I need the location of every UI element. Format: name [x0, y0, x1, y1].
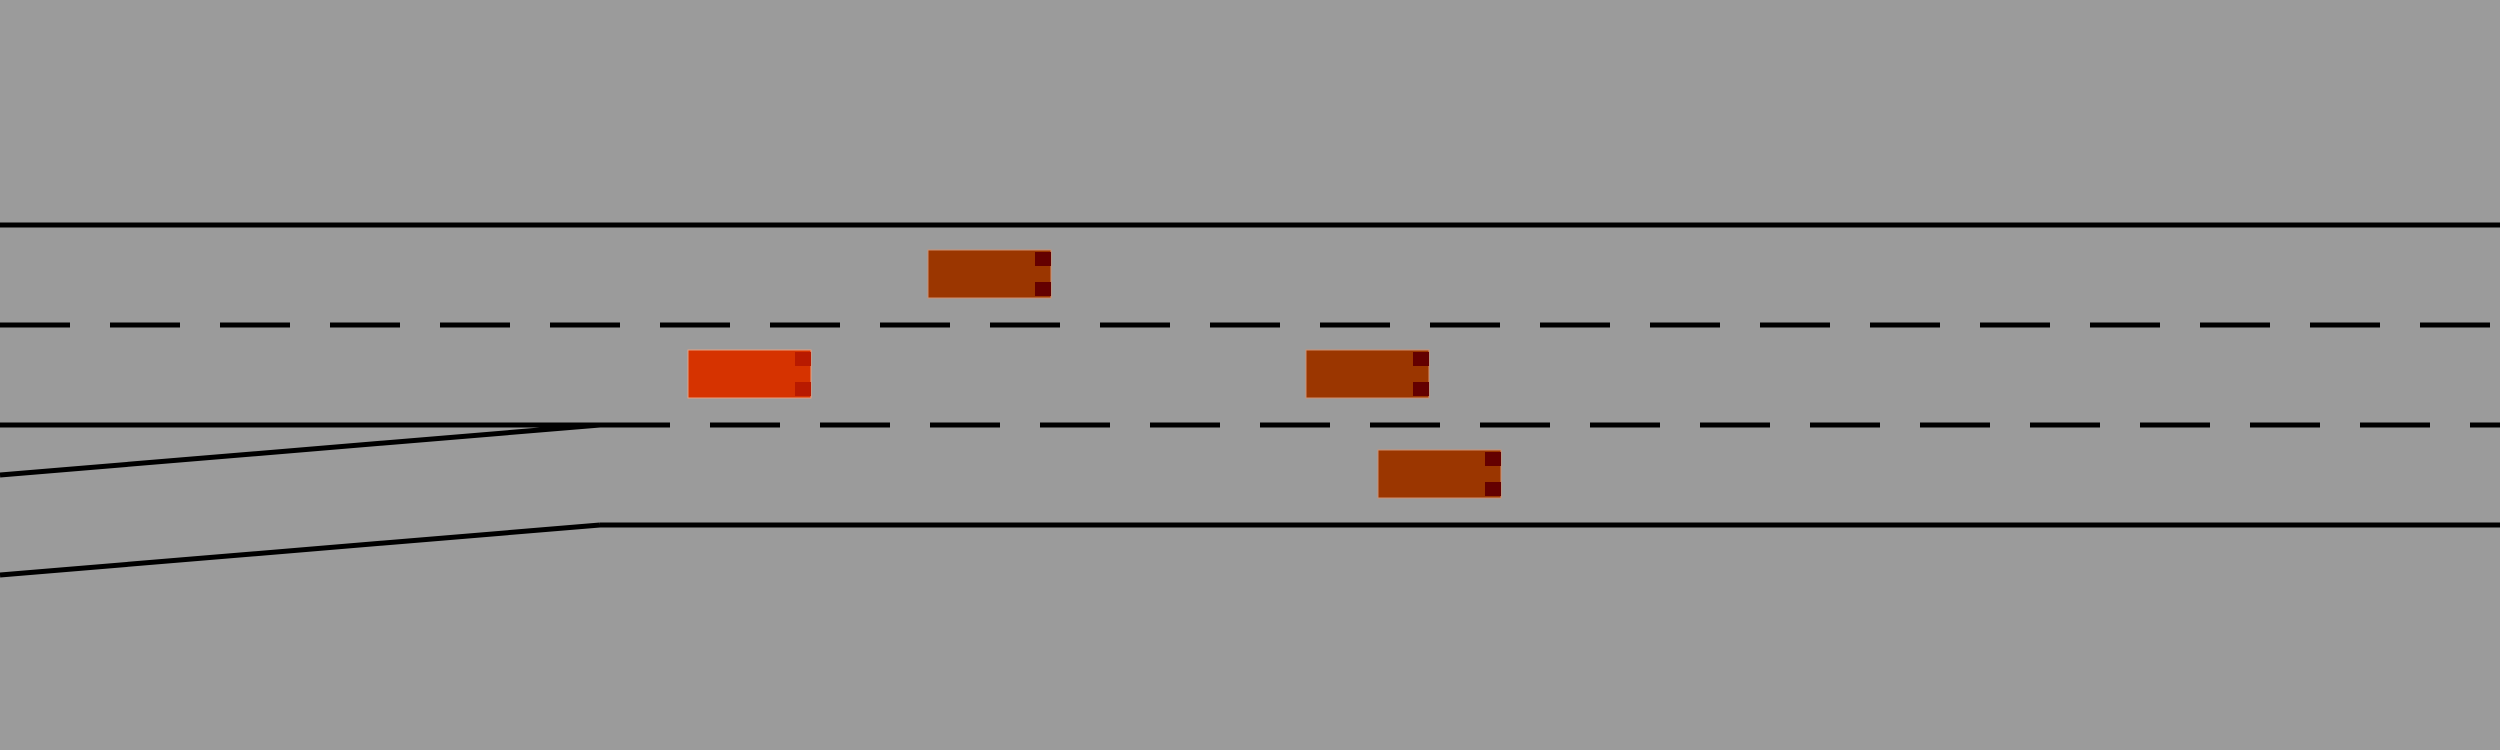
vehicle-light [1413, 382, 1429, 396]
other-vehicle [927, 249, 1052, 299]
merge-ramp-line-lower [0, 522, 601, 578]
vehicle-body [1377, 449, 1502, 499]
vehicle-light [1485, 482, 1501, 496]
vehicle-light [1413, 352, 1429, 366]
vehicle-body [1305, 349, 1430, 399]
ego-vehicle [687, 349, 812, 399]
vehicle-light [1035, 282, 1051, 296]
vehicle-light [1035, 252, 1051, 266]
vehicle-body [687, 349, 812, 399]
vehicle-light [795, 382, 811, 396]
vehicle-body [927, 249, 1052, 299]
other-vehicle [1305, 349, 1430, 399]
vehicle-light [795, 352, 811, 366]
merge-ramp-line-upper [0, 422, 601, 478]
other-vehicle [1377, 449, 1502, 499]
vehicle-light [1485, 452, 1501, 466]
